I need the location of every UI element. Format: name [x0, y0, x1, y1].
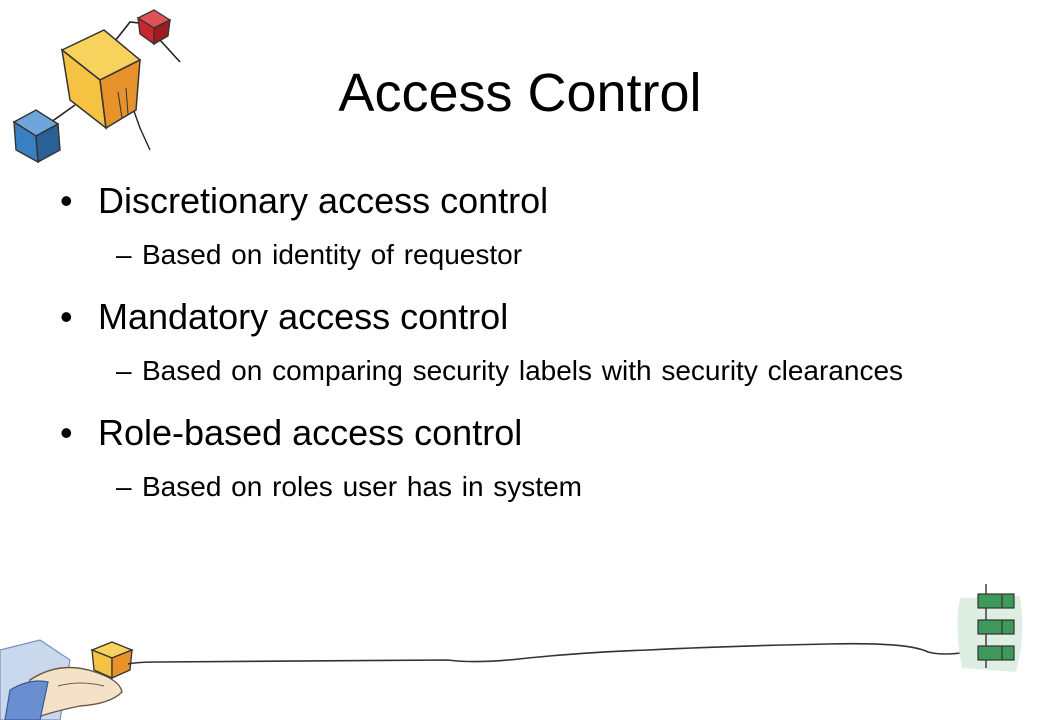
- connecting-wire-line: [128, 642, 969, 665]
- sub-bullet-item: – Based on identity of requestor: [60, 234, 960, 276]
- bullet-text: Role-based access control: [98, 412, 523, 453]
- bullet-text: Mandatory access control: [98, 296, 509, 337]
- sub-bullet-text: Based on comparing security labels with …: [142, 355, 904, 386]
- bullet-item: • Discretionary access control: [60, 178, 960, 224]
- bullet-text: Discretionary access control: [98, 180, 549, 221]
- bullet-marker: •: [60, 296, 73, 337]
- sub-bullet-marker: –: [116, 355, 132, 386]
- sub-bullet-text: Based on roles user has in system: [142, 471, 582, 502]
- sub-bullet-marker: –: [116, 239, 132, 270]
- bullet-marker: •: [60, 412, 73, 453]
- network-boxes-illustration: [12, 9, 181, 164]
- sub-bullet-item: – Based on comparing security labels wit…: [60, 350, 960, 392]
- bullet-item: • Role-based access control: [60, 410, 960, 456]
- sub-bullet-text: Based on identity of requestor: [142, 239, 523, 270]
- bullet-item: • Mandatory access control: [60, 294, 960, 340]
- sub-bullet-marker: –: [116, 471, 132, 502]
- bullet-marker: •: [60, 180, 73, 221]
- bullet-list: • Discretionary access control – Based o…: [60, 178, 960, 508]
- sub-bullet-item: – Based on roles user has in system: [60, 466, 960, 508]
- hand-holding-box-illustration: [0, 639, 134, 720]
- stacked-green-boxes-illustration: [957, 584, 1023, 672]
- slide-title: Access Control: [338, 63, 702, 123]
